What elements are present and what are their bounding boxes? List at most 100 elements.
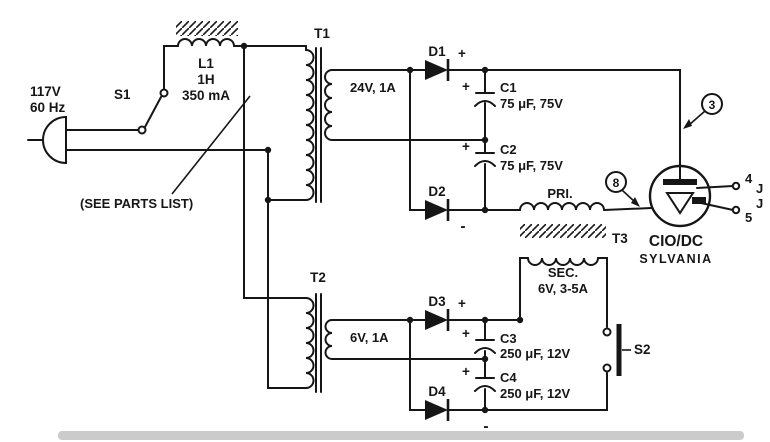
switch-s1: S1 bbox=[114, 45, 179, 135]
label-parts-note: (SEE PARTS LIST) bbox=[80, 196, 193, 211]
pin3-pointer bbox=[688, 110, 706, 126]
transformer-t3: PRI. T3 SEC. 6V, 3-5A bbox=[519, 186, 653, 328]
label-supply-voltage: 117V bbox=[30, 84, 61, 99]
label-l1: L1 bbox=[198, 56, 214, 71]
positive-rail bbox=[447, 69, 681, 167]
s1-blade bbox=[144, 96, 162, 128]
label-c2-value: 75 μF, 75V bbox=[500, 158, 563, 173]
tube-cathode-icon bbox=[665, 192, 695, 215]
s2-contact-upper bbox=[602, 327, 612, 337]
label-t1: T1 bbox=[314, 26, 330, 41]
pin3-callout-circle bbox=[701, 93, 723, 115]
label-s1: S1 bbox=[114, 87, 131, 102]
polarity-plus-d1: + bbox=[458, 46, 466, 61]
polarity-minus-bottom: - bbox=[483, 418, 488, 435]
window-edge bbox=[58, 431, 744, 440]
s2-contact-lower bbox=[602, 363, 612, 373]
d4-feed-wire bbox=[409, 319, 426, 411]
t3-core bbox=[520, 224, 606, 238]
label-t3-pri: PRI. bbox=[547, 186, 572, 201]
t3-sec-right-lead bbox=[597, 257, 608, 328]
polarity-plus-c1: + bbox=[462, 79, 470, 94]
label-jack-bottom: J bbox=[756, 196, 763, 211]
t1-secondary-coil bbox=[324, 69, 333, 141]
label-t2: T2 bbox=[310, 270, 326, 285]
tube-side-tab-icon bbox=[692, 197, 706, 204]
pin8-callout-circle bbox=[605, 171, 627, 193]
d1-diode-icon bbox=[425, 60, 448, 80]
pin8-arrowhead-icon bbox=[631, 197, 640, 207]
transformer-t1: T1 24V, 1A bbox=[305, 26, 396, 203]
label-d3: D3 bbox=[428, 294, 446, 309]
d4-diode-icon bbox=[425, 400, 448, 420]
t3-primary-coil bbox=[519, 202, 605, 211]
polarity-plus-c3: + bbox=[462, 326, 470, 341]
s1-contact-upper bbox=[159, 88, 169, 98]
inductor-l1: L1 1H 350 mA bbox=[176, 21, 307, 103]
t3-to-tube-wire bbox=[603, 207, 653, 211]
label-supply-frequency: 60 Hz bbox=[30, 100, 66, 115]
label-t1-secondary: 24V, 1A bbox=[350, 80, 396, 95]
polarity-plus-d3: + bbox=[458, 296, 466, 311]
label-c3-value: 250 μF, 12V bbox=[500, 346, 570, 361]
label-jack-top: J bbox=[756, 181, 763, 196]
label-t2-secondary: 6V, 1A bbox=[350, 330, 389, 345]
label-tube-brand: SYLVANIA bbox=[639, 252, 712, 266]
d2-diode-icon bbox=[425, 200, 448, 220]
ac-plug-icon bbox=[42, 115, 67, 165]
polarity-plus-c4: + bbox=[462, 364, 470, 379]
label-t3: T3 bbox=[612, 231, 628, 246]
label-d1: D1 bbox=[428, 44, 446, 59]
label-pin5: 5 bbox=[745, 210, 752, 225]
label-t3-sec-rating: 6V, 3-5A bbox=[538, 281, 589, 296]
s1-riser bbox=[163, 45, 179, 90]
label-c3: C3 bbox=[500, 331, 517, 346]
label-t3-sec: SEC. bbox=[548, 265, 578, 280]
label-tube-model: CIO/DC bbox=[649, 233, 703, 250]
label-c1-value: 75 μF, 75V bbox=[500, 96, 563, 111]
label-c2: C2 bbox=[500, 142, 517, 157]
l1-coil bbox=[177, 38, 235, 47]
terminal-4 bbox=[731, 181, 741, 191]
t1-primary-coil bbox=[305, 45, 315, 201]
polarity-plus-c2: + bbox=[462, 139, 470, 154]
t2-secondary-coil bbox=[324, 319, 333, 360]
rectifier-bottom: D3 D4 + + + - C3 250 μF, 12V C4 250 μF, … bbox=[331, 294, 608, 435]
label-d4: D4 bbox=[428, 384, 446, 399]
label-d2: D2 bbox=[428, 184, 445, 199]
c4-plate-neg bbox=[474, 385, 496, 392]
bus-to-t2-primary-bottom bbox=[267, 149, 307, 389]
bus-to-t2-primary-top bbox=[243, 45, 307, 299]
output-terminals: 4 J 5 J bbox=[696, 171, 763, 225]
pin4-wire bbox=[696, 185, 734, 189]
rectifier-top: D1 D2 + + + - C1 75 μF, 75V C2 75 μF, 75… bbox=[331, 44, 681, 235]
d3-diode-icon bbox=[425, 310, 448, 330]
transformer-t2: T2 6V, 1A bbox=[305, 270, 389, 393]
switch-s2: S2 bbox=[602, 324, 651, 376]
low-negative-rail bbox=[447, 372, 608, 411]
c2-plate-neg bbox=[474, 160, 496, 167]
bus-wires bbox=[240, 42, 307, 389]
t3-sec-left-lead bbox=[519, 257, 529, 321]
t2-primary-coil bbox=[305, 297, 315, 389]
t3-secondary-coil bbox=[527, 257, 599, 266]
parts-note-pointer bbox=[171, 95, 251, 195]
c3-plate-neg bbox=[474, 347, 496, 354]
c1-plate-neg bbox=[474, 100, 496, 107]
pin3-arrowhead-icon bbox=[683, 119, 692, 129]
label-s2: S2 bbox=[634, 342, 651, 357]
d2-feed-wire bbox=[409, 69, 426, 211]
label-l1-current: 350 mA bbox=[182, 88, 230, 103]
label-c4: C4 bbox=[500, 370, 517, 385]
polarity-minus-top: - bbox=[460, 218, 465, 235]
label-c1: C1 bbox=[500, 80, 517, 95]
label-pin4: 4 bbox=[745, 171, 753, 186]
tube-cio-dc: 8 3 CIO/DC SYLVANIA bbox=[605, 93, 723, 266]
s1-contact-lower bbox=[137, 125, 147, 135]
label-pin3: 3 bbox=[709, 98, 716, 112]
label-pin8: 8 bbox=[613, 176, 620, 190]
ac-input: 117V 60 Hz bbox=[27, 84, 269, 165]
tube-plate-icon bbox=[663, 179, 697, 185]
